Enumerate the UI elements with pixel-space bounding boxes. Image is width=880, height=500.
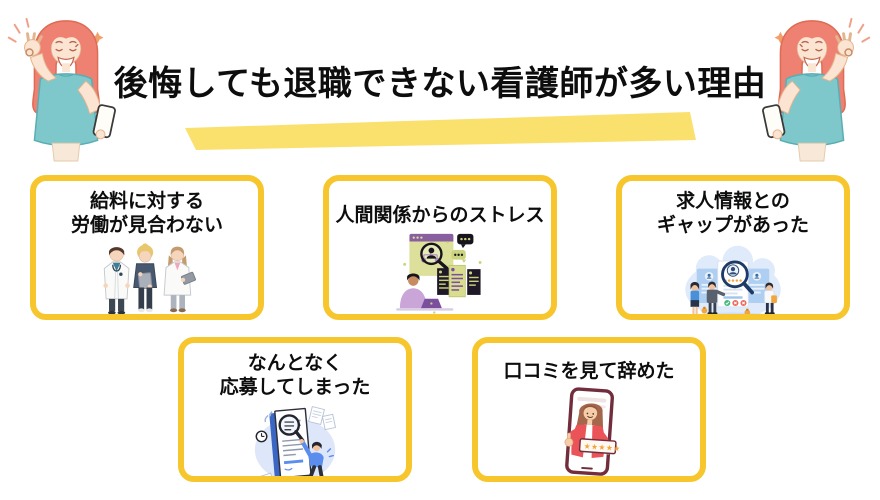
speech-bubbles (451, 233, 474, 263)
card-label: 人間関係からのストレス (335, 205, 545, 226)
magnifier-icon (721, 260, 754, 294)
card-label: 口コミを見て辞めた (503, 361, 675, 382)
resume-documents (437, 264, 481, 298)
medical-staff-illustration (84, 240, 210, 314)
reason-card-job-gap: 求人情報との ギャップがあった (616, 175, 850, 320)
star-rating-banner: ★★★★★ (578, 437, 621, 455)
star-sparkle (91, 31, 104, 44)
reason-card-stress: 人間関係からのストレス (323, 175, 557, 320)
card-label: 求人情報との ギャップがあった (656, 191, 809, 236)
reason-card-reviews: 口コミを見て辞めた (472, 337, 706, 482)
person-at-laptop (396, 273, 454, 311)
doctor-figure (103, 246, 130, 314)
ok-sign-woman-illustration-right (762, 17, 871, 162)
recruiter-figures (690, 281, 777, 314)
review-smartphone-illustration: ★★★★★ (543, 386, 635, 476)
title-highlight-brush (185, 112, 696, 150)
flying-papers (259, 405, 337, 476)
woman-thumbs-up (564, 403, 612, 458)
job-posting-gap-illustration (680, 240, 786, 314)
magnifier-people-icon (420, 242, 449, 270)
doctor-woman-figure (163, 246, 196, 312)
application-document-illustration (247, 402, 343, 476)
money-bags (701, 306, 751, 314)
reason-card-salary: 給料に対する 労働が見合わない (30, 175, 264, 320)
clock-icon (255, 429, 268, 442)
page-title: 後悔しても退職できない看護師が多い理由 (113, 65, 767, 103)
reaching-person (299, 438, 334, 476)
thumbs-up-hand (564, 432, 574, 447)
sparkle-lines (7, 17, 30, 43)
stars-text: ★★★★★ (583, 441, 621, 453)
magnifier-icon (278, 413, 305, 442)
reason-card-casual-application: なんとなく 応募してしまった (178, 337, 412, 482)
card-label: なんとなく 応募してしまった (219, 353, 371, 398)
candidate-card (717, 260, 749, 307)
accent-dots (403, 241, 482, 314)
workplace-stress-illustration (392, 230, 488, 314)
motion-lines (264, 410, 273, 422)
ok-hand (24, 32, 43, 57)
nurse-figure (133, 242, 158, 312)
card-label: 給料に対する 労働が見合わない (70, 191, 223, 236)
ground-shadow (698, 312, 768, 314)
ok-sign-woman-illustration-left (7, 17, 116, 162)
